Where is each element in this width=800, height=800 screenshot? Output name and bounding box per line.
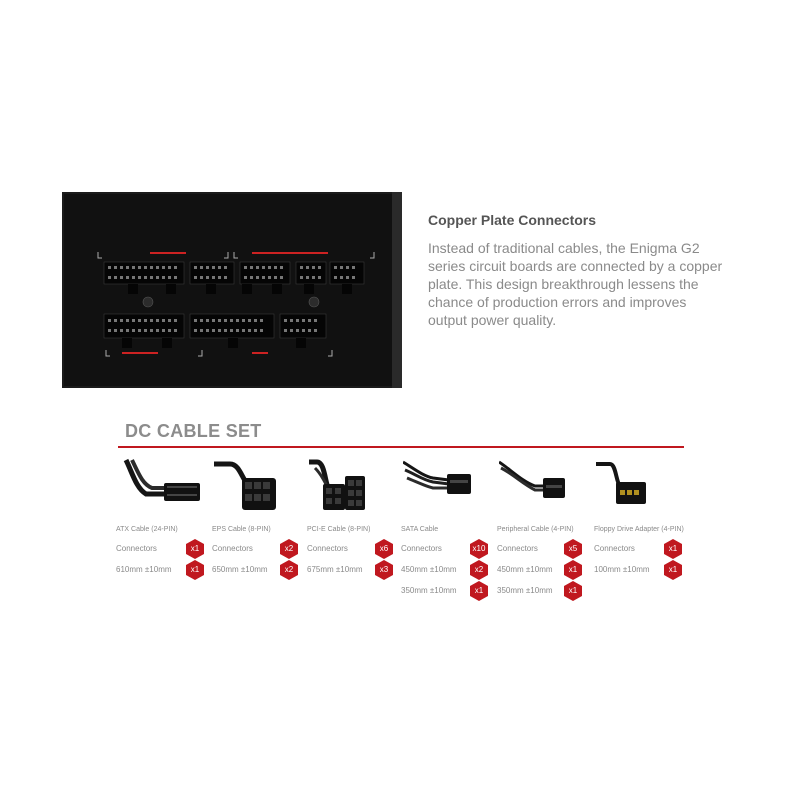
cable-spec-label: Connectors (212, 544, 253, 553)
quantity-badge: x10 (470, 539, 488, 559)
cable-column-sata: SATA Cable Connectors x10 450mm ±10mm x2… (401, 450, 496, 610)
cable-spec-row: Connectors x1 (594, 539, 689, 559)
dc-cable-set-title: DC CABLE SET (125, 421, 262, 441)
cable-column-floppy: Floppy Drive Adapter (4-PIN) Connectors … (594, 450, 689, 610)
cable-spec-row: 450mm ±10mm x2 (401, 560, 496, 580)
cable-spec-row: Connectors x5 (497, 539, 592, 559)
quantity-badge: x1 (186, 539, 204, 559)
cable-name: PCI-E Cable (8-PIN) (307, 526, 371, 533)
cable-spec-label: Connectors (401, 544, 442, 553)
cable-spec-row: 100mm ±10mm x1 (594, 560, 689, 580)
cable-spec-label: Connectors (116, 544, 157, 553)
quantity-badge: x2 (470, 560, 488, 580)
pcie-8pin-cable-icon (309, 459, 365, 510)
quantity-badge: x5 (564, 539, 582, 559)
cable-name: Floppy Drive Adapter (4-PIN) (594, 526, 684, 533)
quantity-badge: x2 (280, 560, 298, 580)
cable-spec-row: Connectors x6 (307, 539, 402, 559)
cable-spec-label: 675mm ±10mm (307, 565, 363, 574)
quantity-badge: x1 (470, 581, 488, 601)
cable-spec-row: 610mm ±10mm x1 (116, 560, 211, 580)
floppy-adapter-cable-icon (596, 462, 646, 504)
eps-8pin-cable-icon (214, 461, 276, 510)
cable-spec-row: 675mm ±10mm x3 (307, 560, 402, 580)
cable-column-pcie: PCI-E Cable (8-PIN) Connectors x6 675mm … (307, 450, 402, 610)
psu-modular-panel-image (62, 192, 402, 388)
cable-spec-label: 350mm ±10mm (401, 586, 457, 595)
cable-spec-label: 100mm ±10mm (594, 565, 650, 574)
cable-spec-row: 350mm ±10mm x1 (497, 581, 592, 601)
cable-spec-row: 650mm ±10mm x2 (212, 560, 307, 580)
cable-spec-label: 650mm ±10mm (212, 565, 268, 574)
copper-plate-description: Instead of traditional cables, the Enigm… (428, 240, 723, 328)
quantity-badge: x3 (375, 560, 393, 580)
quantity-badge: x1 (564, 560, 582, 580)
cable-spec-row: Connectors x1 (116, 539, 211, 559)
cable-name: ATX Cable (24-PIN) (116, 526, 178, 533)
cable-spec-row: 350mm ±10mm x1 (401, 581, 496, 601)
sata-cable-icon (403, 460, 471, 494)
quantity-badge: x1 (564, 581, 582, 601)
cable-column-eps: EPS Cable (8-PIN) Connectors x2 650mm ±1… (212, 450, 307, 610)
cable-spec-label: 610mm ±10mm (116, 565, 172, 574)
quantity-badge: x2 (280, 539, 298, 559)
atx-24pin-cable-icon (123, 458, 200, 501)
cable-spec-row: 450mm ±10mm x1 (497, 560, 592, 580)
cable-name: Peripheral Cable (4-PIN) (497, 526, 574, 533)
cable-spec-label: Connectors (594, 544, 635, 553)
cable-spec-label: Connectors (497, 544, 538, 553)
cable-spec-row: Connectors x10 (401, 539, 496, 559)
cable-spec-label: 450mm ±10mm (401, 565, 457, 574)
cable-column-atx: ATX Cable (24-PIN) Connectors x1 610mm ±… (116, 450, 211, 610)
cable-name: SATA Cable (401, 526, 439, 533)
psu-top-connector-row (103, 261, 365, 285)
cable-spec-label: 450mm ±10mm (497, 565, 553, 574)
cable-column-peripheral: Peripheral Cable (4-PIN) Connectors x5 4… (497, 450, 592, 610)
cable-spec-row: Connectors x2 (212, 539, 307, 559)
cable-spec-label: Connectors (307, 544, 348, 553)
cable-spec-label: 350mm ±10mm (497, 586, 553, 595)
cable-name: EPS Cable (8-PIN) (212, 526, 271, 533)
quantity-badge: x6 (375, 539, 393, 559)
copper-plate-heading: Copper Plate Connectors (428, 212, 597, 228)
section-divider (118, 446, 684, 448)
quantity-badge: x1 (186, 560, 204, 580)
peripheral-4pin-cable-icon (499, 460, 565, 498)
quantity-badge: x1 (664, 560, 682, 580)
quantity-badge: x1 (664, 539, 682, 559)
